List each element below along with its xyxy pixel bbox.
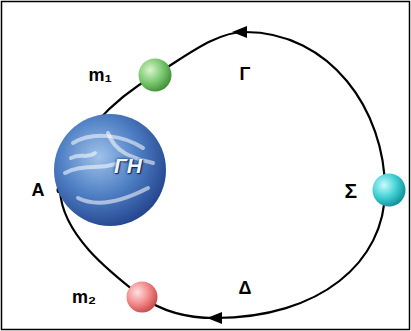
sphere-shape xyxy=(372,173,406,207)
direction-arrowhead xyxy=(232,26,247,38)
earth-disc xyxy=(54,114,166,226)
earth-globe: ΓΗ xyxy=(53,113,167,227)
point-label: Α xyxy=(32,181,45,199)
mass-label: Σ xyxy=(344,180,357,201)
mass-sphere: m₂ xyxy=(126,281,158,313)
earth-label: ΓΗ xyxy=(114,155,142,176)
cloud-swirl xyxy=(78,188,148,203)
point-label: Γ xyxy=(240,65,251,83)
sphere-shape xyxy=(138,58,172,92)
earth-shape xyxy=(53,113,167,227)
point-label: Δ xyxy=(239,279,252,297)
mass-sphere: Σ xyxy=(372,173,406,207)
sphere-disc xyxy=(139,59,172,92)
direction-arrowhead xyxy=(207,312,222,324)
mass-label: m₂ xyxy=(72,288,96,306)
mass-sphere: m₁ xyxy=(138,58,172,92)
sphere-disc xyxy=(373,174,406,207)
sphere-shape xyxy=(126,281,158,313)
sphere-disc xyxy=(127,282,158,313)
mass-label: m₁ xyxy=(89,66,112,84)
cloud-swirl xyxy=(71,153,95,158)
